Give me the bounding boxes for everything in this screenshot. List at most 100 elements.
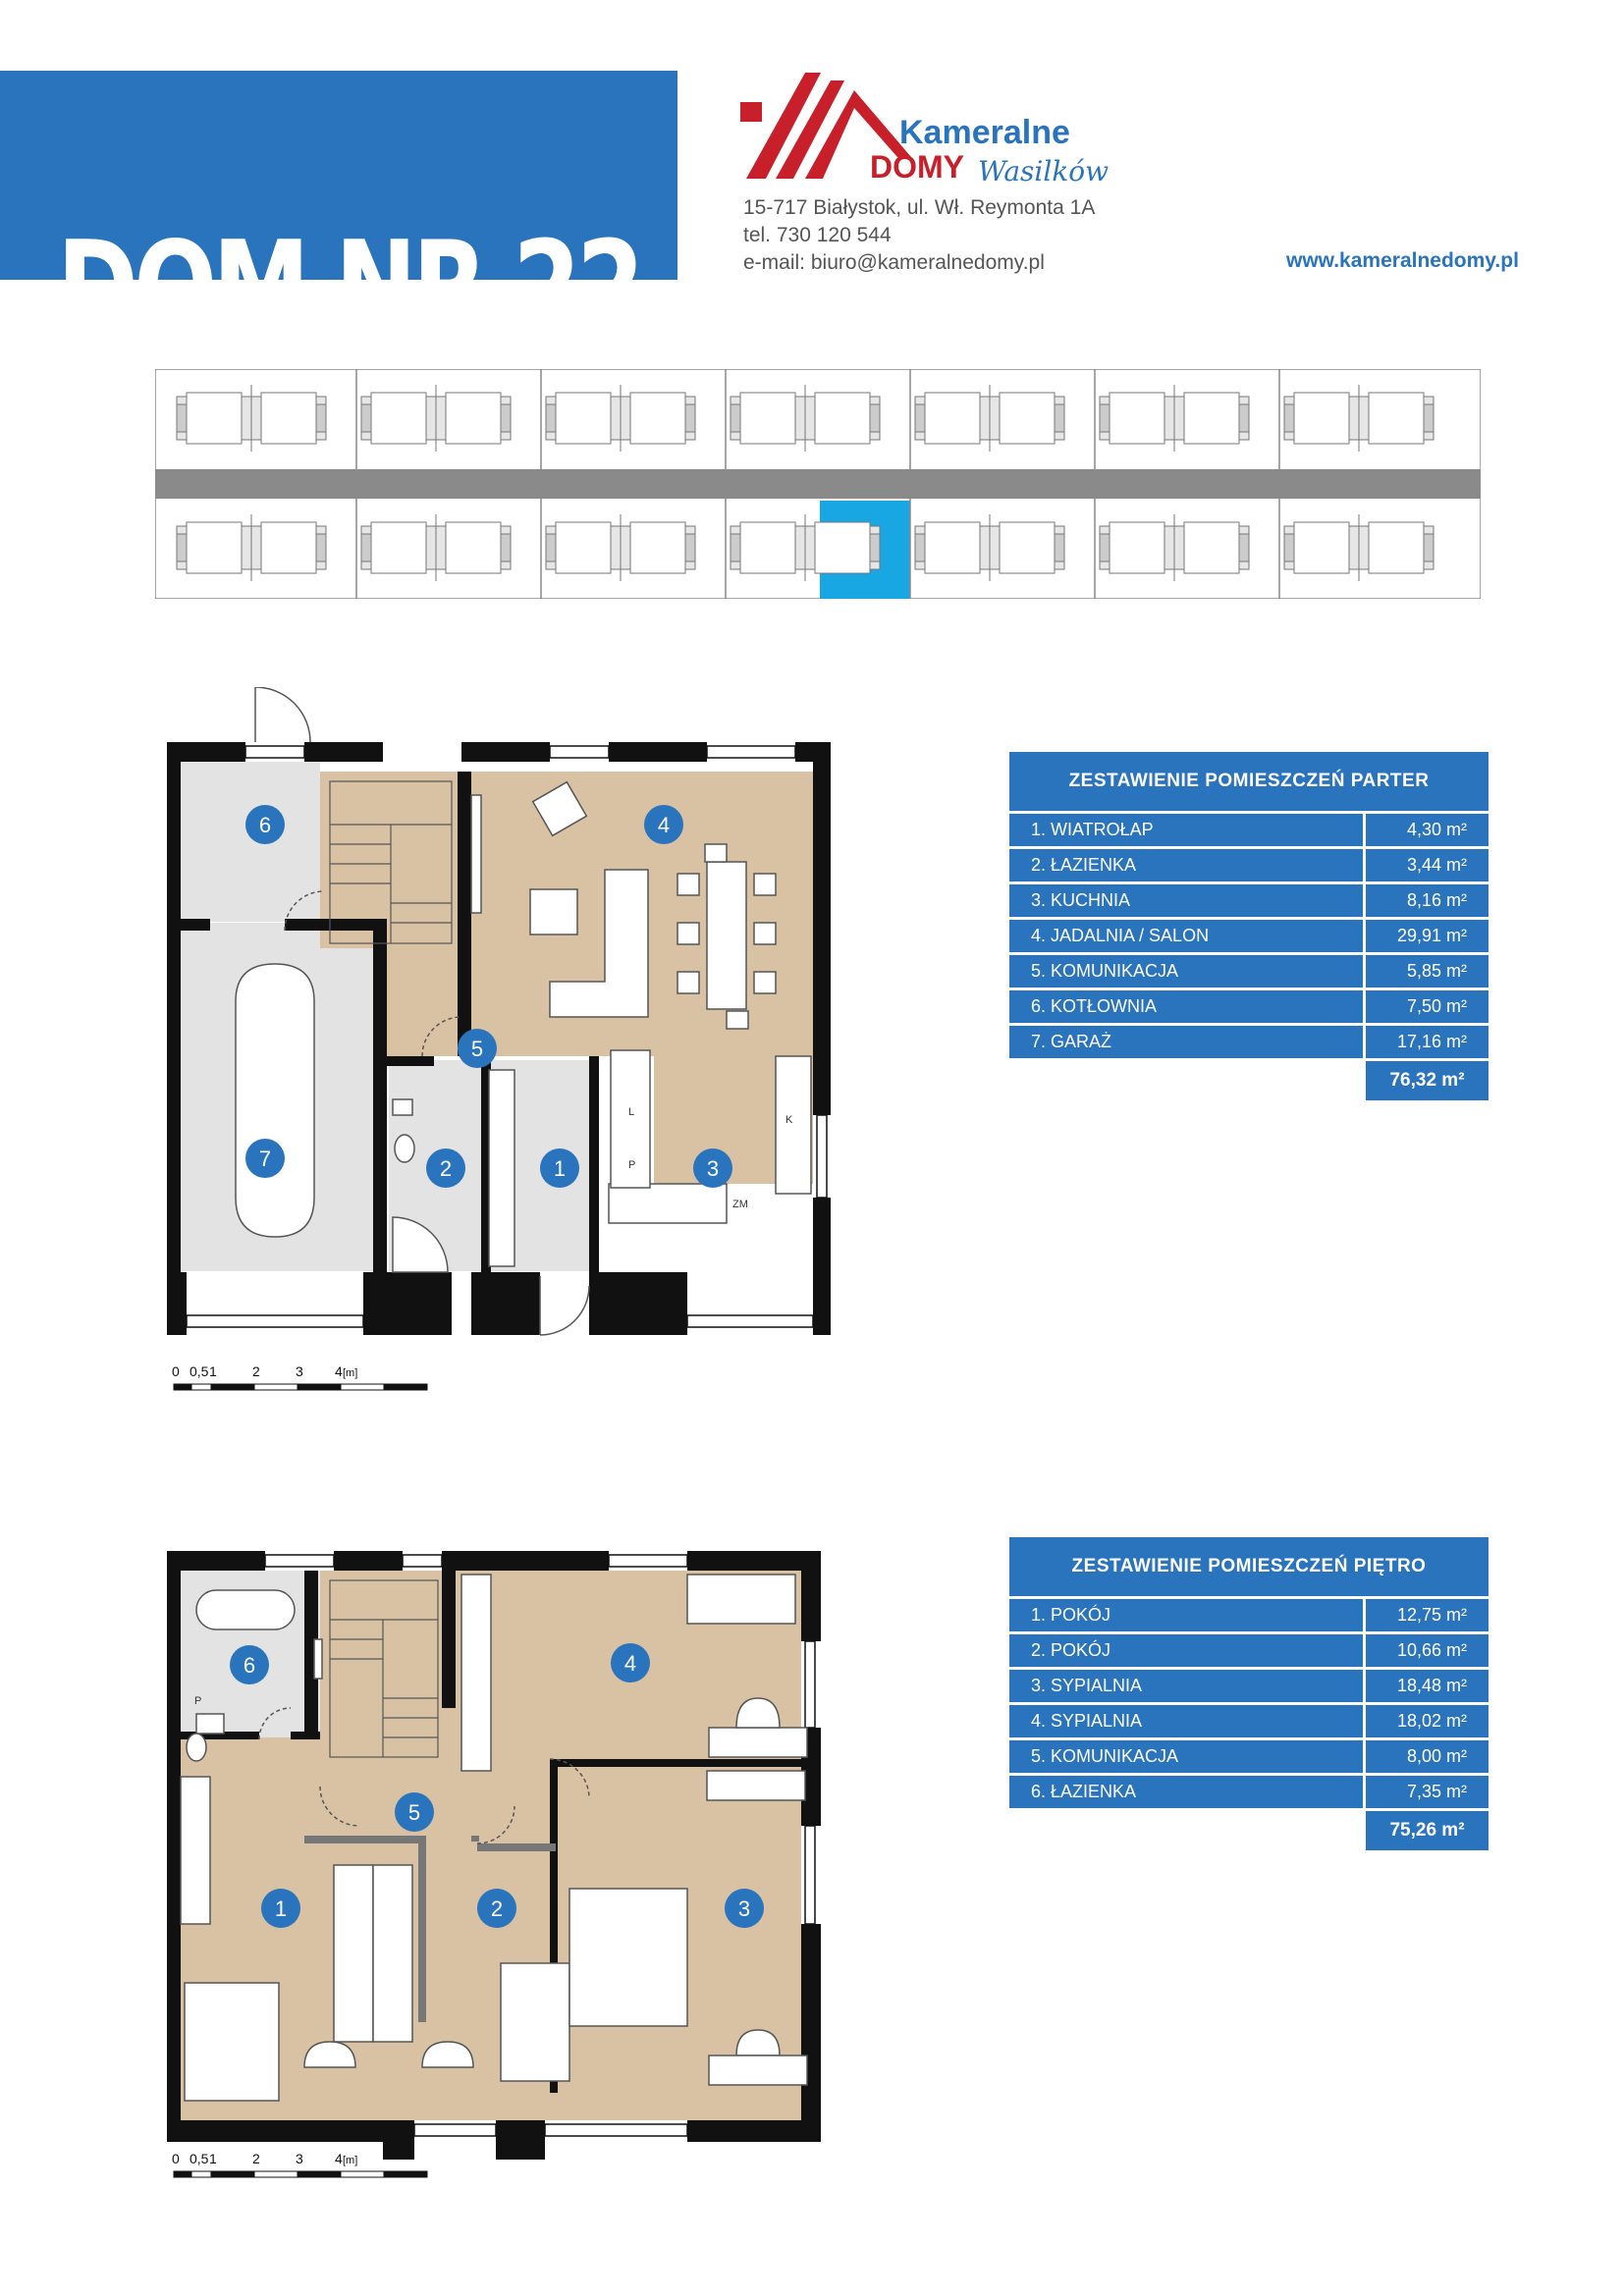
room-area: 18,02 m² [1366, 1705, 1489, 1737]
room-marker: 6 [245, 805, 285, 844]
room-name: 3. SYPIALNIA [1009, 1670, 1363, 1702]
brand-name-wasilkow: Wasilków [978, 155, 1110, 187]
room-marker-number: 6 [244, 1653, 255, 1678]
room-marker: 3 [725, 1889, 764, 1928]
room-name: 4. JADALNIA / SALON [1009, 920, 1363, 952]
roof-logo-icon [740, 73, 911, 179]
site-house [1283, 514, 1435, 581]
scale-label: 2 [252, 2151, 260, 2166]
scale-label: [m] [343, 1367, 357, 1379]
scale-label: 1 [209, 2151, 217, 2166]
scale-label: 1 [209, 1363, 217, 1379]
brand-logo: Kameralne DOMY Wasilków [736, 63, 1109, 190]
email-text[interactable]: e-mail: biuro@kameralnedomy.pl [743, 251, 1045, 274]
room-name: 6. KOTŁOWNIA [1009, 990, 1363, 1023]
room-marker: 4 [644, 805, 683, 844]
room-marker: 7 [245, 1139, 285, 1178]
scale-label: 0,5 [189, 2151, 209, 2166]
room-marker-number: 3 [707, 1156, 719, 1181]
title-banner: DOM NR 22 [0, 71, 677, 280]
site-house [545, 385, 696, 452]
scale-label: 2 [252, 1363, 260, 1379]
total-area: 76,32 m² [1366, 1061, 1489, 1100]
room-name: 4. SYPIALNIA [1009, 1705, 1363, 1737]
room-marker-number: 4 [658, 813, 670, 837]
room-marker: 5 [395, 1792, 434, 1832]
room-marker-number: 1 [554, 1156, 566, 1181]
room-marker: 1 [540, 1148, 579, 1188]
first-floor-plan: P 1 2 3 4 5 6 [167, 1551, 821, 2160]
brand-name-kameralne: Kameralne [899, 114, 1070, 151]
phone-text[interactable]: tel. 730 120 544 [743, 224, 892, 246]
site-house [914, 514, 1065, 581]
room-area: 5,85 m² [1366, 955, 1489, 988]
room-marker: 3 [693, 1148, 732, 1188]
site-house [914, 385, 1065, 452]
room-marker: 4 [611, 1643, 650, 1682]
room-marker-number: 1 [275, 1896, 287, 1921]
site-house [176, 385, 327, 452]
room-marker: 2 [426, 1148, 465, 1188]
room-marker: 6 [230, 1645, 269, 1684]
room-name: 7. GARAŻ [1009, 1026, 1363, 1058]
fixture-label-l: L [628, 1106, 634, 1118]
room-area: 8,00 m² [1366, 1740, 1489, 1773]
room-name: 5. KOMUNIKACJA [1009, 1740, 1363, 1773]
total-area: 75,26 m² [1366, 1811, 1489, 1850]
room-name: 5. KOMUNIKACJA [1009, 955, 1363, 988]
room-area: 12,75 m² [1366, 1599, 1489, 1631]
room-area: 8,16 m² [1366, 884, 1489, 917]
scale-label: 0,5 [189, 1363, 209, 1379]
site-house [360, 385, 512, 452]
room-marker-number: 2 [440, 1156, 452, 1181]
room-area: 10,66 m² [1366, 1634, 1489, 1667]
scale-label: 3 [296, 1363, 303, 1379]
website-link[interactable]: www.kameralnedomy.pl [1286, 249, 1519, 272]
fixture-label-zm: ZM [732, 1199, 748, 1210]
site-house [1283, 385, 1435, 452]
address-text: 15-717 Białystok, ul. Wł. Reymonta 1A [743, 196, 1096, 219]
page-title: DOM NR 22 [57, 226, 645, 281]
site-house [730, 385, 881, 452]
room-area: 4,30 m² [1366, 814, 1489, 846]
scale-label: 3 [296, 2151, 303, 2166]
room-name: 2. POKÓJ [1009, 1634, 1363, 1667]
fixture-label-p: P [194, 1695, 201, 1707]
room-name: 1. WIATROŁAP [1009, 814, 1363, 846]
room-marker-number: 7 [259, 1147, 271, 1171]
site-house [176, 514, 327, 581]
site-plan [155, 369, 1481, 599]
room-marker: 1 [261, 1889, 300, 1928]
table-title: ZESTAWIENIE POMIESZCZEŃ PARTER [1009, 752, 1489, 811]
room-marker-number: 5 [471, 1037, 483, 1061]
room-name: 1. POKÓJ [1009, 1599, 1363, 1631]
room-name: 2. ŁAZIENKA [1009, 849, 1363, 881]
room-name: 3. KUCHNIA [1009, 884, 1363, 917]
contact-block: 15-717 Białystok, ul. Wł. Reymonta 1A te… [743, 194, 1095, 277]
site-house [545, 514, 696, 581]
room-marker: 5 [458, 1029, 497, 1068]
room-marker-number: 2 [491, 1896, 503, 1921]
room-area: 3,44 m² [1366, 849, 1489, 881]
room-marker-number: 6 [259, 813, 271, 837]
room-area: 18,48 m² [1366, 1670, 1489, 1702]
site-house [1099, 385, 1250, 452]
site-house [1099, 514, 1250, 581]
fixture-label-p: P [628, 1159, 635, 1171]
room-marker: 2 [477, 1889, 516, 1928]
scale-label: 0 [172, 2151, 180, 2166]
